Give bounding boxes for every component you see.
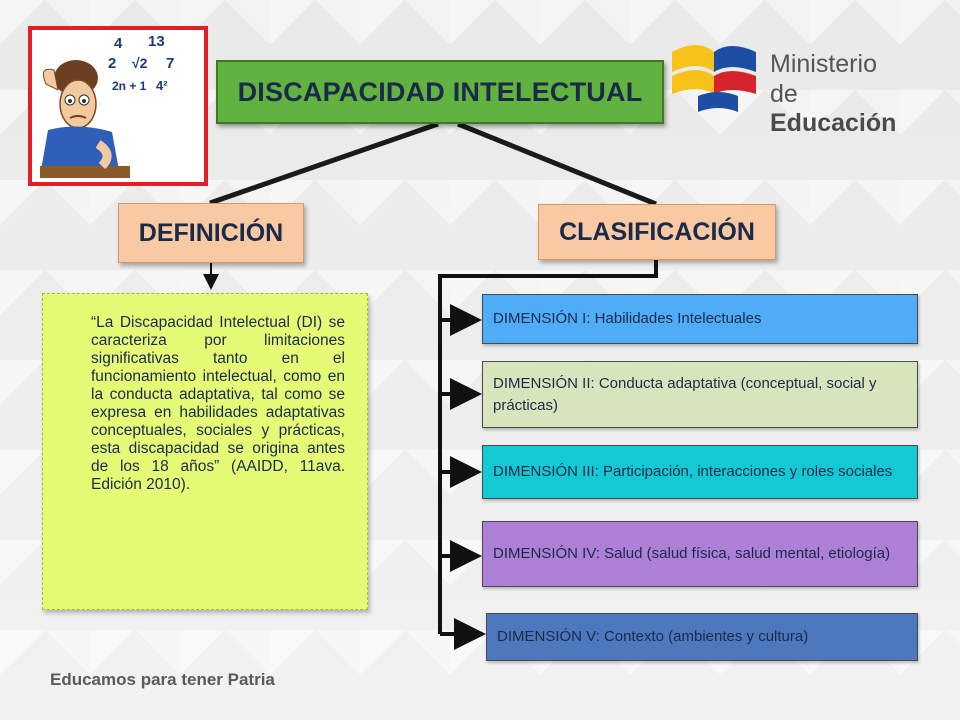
math-symbol: 2 [108, 55, 116, 72]
definition-text: “La Discapacidad Intelectual (DI) se car… [91, 314, 345, 493]
math-symbol: √2 [132, 55, 148, 71]
dimension-label: DIMENSIÓN IV: Salud (salud física, salud… [493, 545, 891, 562]
thinking-boy-illustration: 4 13 2 √2 7 2n + 1 4² [28, 26, 208, 186]
line-title-to-definition [209, 121, 439, 206]
ministry-logo: Ministerio de Educación [668, 38, 928, 137]
dimension-3-box: DIMENSIÓN III: Participación, interaccio… [482, 445, 918, 499]
dimension-4-box: DIMENSIÓN IV: Salud (salud física, salud… [482, 521, 918, 587]
math-symbol: 13 [148, 33, 165, 50]
math-symbol: 7 [166, 55, 174, 72]
dimension-2-box: DIMENSIÓN II: Conducta adaptativa (conce… [482, 361, 918, 428]
dimension-label: DIMENSIÓN III: Participación, interaccio… [493, 463, 893, 480]
definition-heading: DEFINICIÓN [118, 203, 304, 263]
dimension-5-box: DIMENSIÓN V: Contexto (ambientes y cultu… [486, 613, 918, 661]
footer-slogan: Educamos para tener Patria [50, 670, 275, 689]
logo-line-2: de Educación [770, 80, 897, 137]
math-symbol: 4² [156, 78, 168, 93]
dimension-label: DIMENSIÓN V: Contexto (ambientes y cultu… [497, 628, 809, 645]
dimension-label: DIMENSIÓN I: Habilidades Intelectuales [493, 310, 762, 327]
ecuador-flag-emblem-icon [672, 45, 756, 112]
math-symbol: 4 [114, 35, 123, 52]
main-title: DISCAPACIDAD INTELECTUAL [216, 60, 664, 124]
math-symbol: 2n + 1 [112, 79, 147, 93]
dimension-1-box: DIMENSIÓN I: Habilidades Intelectuales [482, 294, 918, 344]
logo-line-1: Ministerio [770, 50, 877, 78]
line-title-to-classification [457, 121, 657, 207]
definition-text-box: “La Discapacidad Intelectual (DI) se car… [42, 293, 368, 610]
bracket-classification [438, 260, 658, 634]
dimension-label: DIMENSIÓN II: Conducta adaptativa (conce… [493, 374, 877, 414]
classification-heading: CLASIFICACIÓN [538, 204, 776, 260]
